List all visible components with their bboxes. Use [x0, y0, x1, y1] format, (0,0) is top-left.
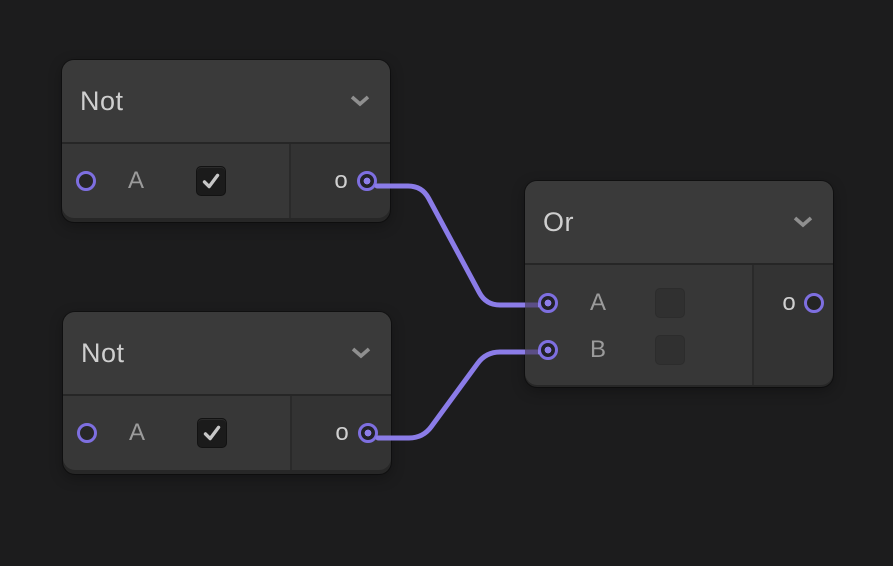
input-row-b: B [525, 326, 752, 373]
node-inputs-area: A [63, 396, 290, 470]
checkmark-icon [202, 173, 220, 189]
output-row-o: o [754, 289, 833, 317]
input-row-a: A [62, 166, 289, 196]
input-label: A [589, 288, 606, 316]
node-outputs-area: o [290, 396, 391, 470]
node-or-1[interactable]: Or A B [525, 181, 833, 387]
output-port-o[interactable] [804, 293, 824, 313]
chevron-down-icon[interactable] [351, 347, 371, 359]
output-label: o [334, 167, 348, 194]
node-title: Not [81, 337, 125, 368]
output-port-o[interactable] [358, 423, 378, 443]
output-label: o [782, 289, 796, 316]
node-not-1[interactable]: Not A o [62, 60, 390, 222]
node-inputs-area: A [62, 144, 289, 218]
input-row-a: A [63, 418, 290, 448]
output-port-o[interactable] [357, 171, 377, 191]
output-label: o [335, 419, 349, 446]
wire-not-1.o-to-or-1.A [374, 183, 541, 308]
node-not-1-header[interactable]: Not [62, 60, 390, 144]
node-or-1-header[interactable]: Or [525, 181, 833, 265]
checkmark-icon [203, 425, 221, 441]
input-port-a[interactable] [76, 171, 96, 191]
chevron-down-icon[interactable] [793, 216, 813, 228]
chevron-down-icon[interactable] [350, 95, 370, 107]
input-row-a: A [525, 279, 752, 326]
node-outputs-area: o [752, 265, 833, 385]
node-title: Or [543, 206, 574, 237]
node-not-2-header[interactable]: Not [63, 312, 391, 396]
input-label: B [589, 335, 606, 363]
input-label: A [127, 167, 144, 194]
node-not-2[interactable]: Not A o [63, 312, 391, 474]
input-port-b[interactable] [538, 339, 558, 360]
node-title: Not [80, 85, 124, 116]
input-port-a[interactable] [77, 423, 97, 443]
checkbox-a[interactable] [197, 418, 227, 448]
node-outputs-area: o [289, 144, 390, 218]
checkbox-a[interactable] [196, 166, 226, 196]
wire-not-2.o-to-or-1.B [375, 349, 541, 441]
node-inputs-area: A B [525, 265, 752, 385]
checkbox-a-disabled [655, 287, 685, 318]
checkbox-b-disabled [655, 334, 685, 365]
input-port-a[interactable] [538, 292, 558, 313]
output-row-o: o [291, 167, 390, 195]
input-label: A [128, 419, 145, 446]
output-row-o: o [292, 419, 391, 447]
